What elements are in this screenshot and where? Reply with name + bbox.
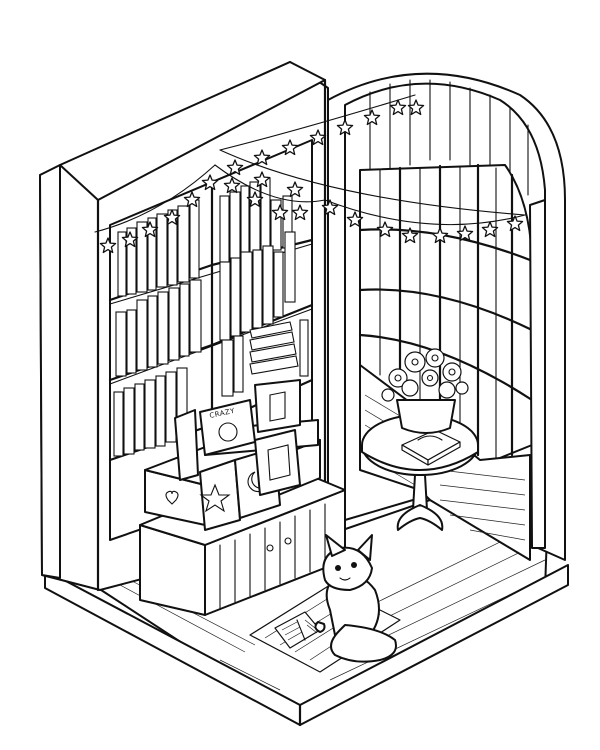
books-bottom-left bbox=[113, 367, 188, 457]
star-icon bbox=[389, 99, 407, 116]
star-icon bbox=[401, 227, 419, 244]
fox-tail bbox=[330, 624, 397, 663]
fox-eye bbox=[335, 565, 341, 571]
star-icon bbox=[183, 191, 201, 208]
star-icon bbox=[456, 225, 474, 242]
star-icon bbox=[246, 191, 264, 208]
star-icon bbox=[321, 199, 339, 216]
garland-stars bbox=[99, 99, 524, 254]
star-icon bbox=[309, 129, 327, 146]
books-middle-left bbox=[115, 279, 202, 377]
star-garland-right bbox=[219, 94, 526, 226]
book-standing bbox=[254, 379, 301, 433]
star-icon bbox=[199, 483, 231, 513]
star-icon bbox=[286, 181, 304, 198]
window bbox=[358, 163, 546, 549]
star-icon bbox=[121, 231, 139, 248]
books-bottom-right bbox=[221, 319, 309, 397]
star-icon bbox=[253, 171, 271, 188]
fox-reading bbox=[274, 534, 397, 663]
round-table bbox=[361, 414, 479, 531]
star-icon bbox=[223, 177, 241, 194]
sun-face-icon bbox=[218, 422, 238, 442]
star-icon bbox=[431, 227, 449, 244]
star-icon bbox=[271, 204, 289, 221]
fox-ear-left bbox=[325, 534, 346, 557]
star-icon bbox=[226, 159, 244, 176]
room-base bbox=[44, 564, 569, 727]
star-icon bbox=[291, 204, 309, 221]
star-icon bbox=[163, 209, 181, 226]
star-icon bbox=[336, 119, 354, 136]
books-top-left bbox=[117, 199, 200, 297]
window-icon bbox=[267, 444, 291, 481]
bookcase bbox=[108, 139, 314, 541]
star-icon bbox=[253, 149, 271, 166]
star-icon bbox=[346, 211, 364, 228]
star-icon bbox=[506, 215, 524, 232]
star-icon bbox=[407, 99, 425, 116]
book-side bbox=[174, 409, 199, 481]
card-window bbox=[254, 429, 301, 496]
books-middle-right bbox=[219, 231, 296, 341]
fox-eye bbox=[351, 562, 357, 568]
star-icon bbox=[99, 237, 117, 254]
star-icon bbox=[376, 221, 394, 238]
fox-ear-right bbox=[357, 534, 373, 561]
star-icon bbox=[481, 221, 499, 238]
display-items: CRAZY bbox=[174, 379, 301, 531]
heart-icon bbox=[165, 490, 179, 505]
fox-head bbox=[322, 546, 373, 591]
star-icon bbox=[281, 139, 299, 156]
star-icon bbox=[363, 109, 381, 126]
star-garland-left bbox=[94, 164, 326, 233]
star-icon bbox=[201, 174, 219, 191]
flower-pot bbox=[381, 348, 469, 434]
star-icon bbox=[141, 221, 159, 238]
